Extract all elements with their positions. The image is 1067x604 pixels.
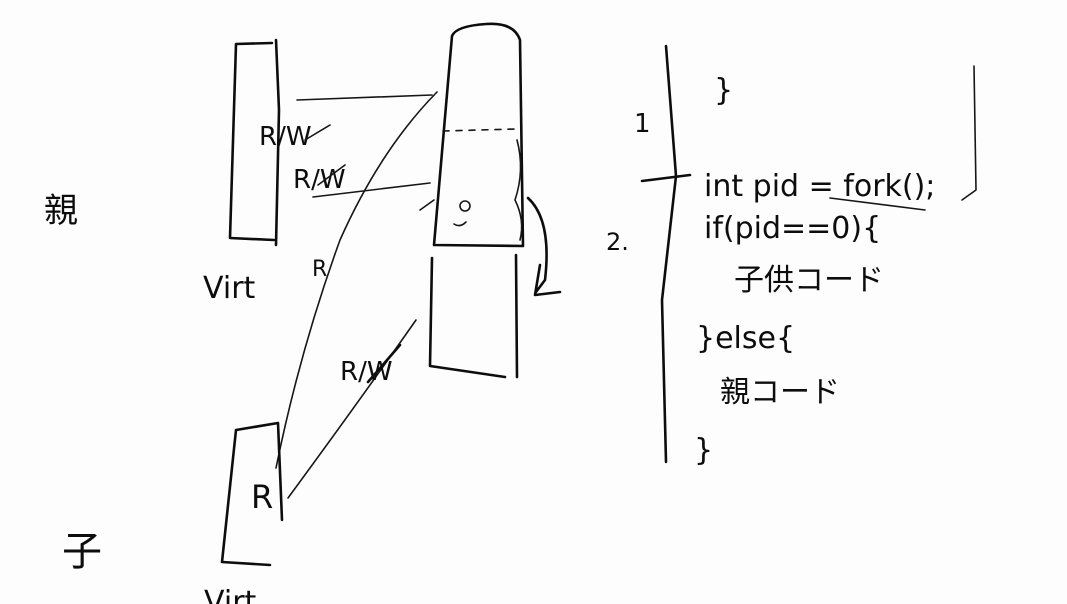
label-rw-2: R/W (293, 165, 346, 195)
label-r-child: R (251, 478, 273, 516)
strike-rw-1 (304, 124, 331, 141)
code-else-line: }else{ (696, 321, 795, 356)
strike-rw-2 (317, 164, 346, 186)
map-line-child-rw (287, 319, 417, 499)
code-brace-bottom: } (694, 433, 713, 468)
code-brace-top: } (714, 73, 733, 108)
step-1: 1 (634, 109, 651, 139)
strike-rw-3 (366, 343, 402, 384)
label-rw-1: R/W (259, 122, 312, 152)
label-r: R (312, 257, 327, 282)
code-fork-line: int pid = fork(); (704, 169, 935, 204)
map-line-2 (312, 182, 431, 198)
code-if-line: if(pid==0){ (704, 211, 881, 246)
virt-box-parent (228, 38, 281, 247)
stray-mark-right (961, 65, 977, 201)
label-ko: 子 (62, 529, 102, 575)
label-oya: 親 (44, 191, 78, 231)
fork-underline (829, 197, 926, 211)
timeline (640, 44, 692, 464)
map-line-1 (296, 94, 433, 101)
virt-box-child (220, 421, 284, 567)
code-parent-line: 親コード (720, 375, 840, 410)
step-2: 2. (606, 228, 629, 256)
virt-label-bottom: Virt (204, 585, 257, 604)
code-child-line: 子供コード (734, 263, 884, 298)
virt-label-top: Virt (203, 271, 256, 306)
copy-arrow (526, 196, 562, 297)
map-line-child-r (275, 91, 438, 469)
physical-memory-column (419, 22, 525, 379)
